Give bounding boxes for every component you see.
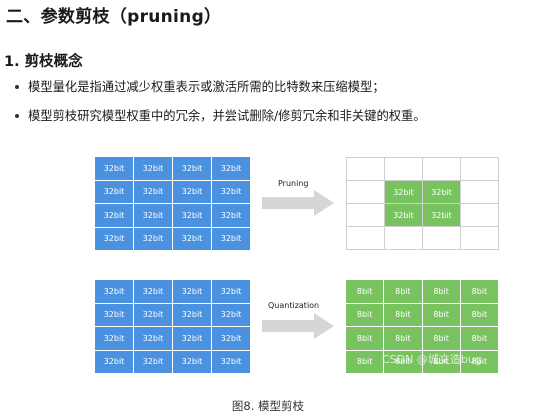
kept-weight-cell: 32bit <box>423 181 460 203</box>
weight-cell-32bit: 32bit <box>173 227 211 250</box>
pruned-weight-cell <box>347 181 384 203</box>
weight-cell-32bit: 32bit <box>212 303 250 326</box>
pruning-arrow-icon <box>262 190 334 216</box>
figure-caption: 图8. 模型剪枝 <box>231 399 305 413</box>
watermark-text: CSDN @城文造bug <box>382 353 482 366</box>
quantization-arrow-icon <box>262 313 334 339</box>
weight-cell-32bit: 32bit <box>95 180 133 203</box>
weight-cell-32bit: 32bit <box>134 350 172 373</box>
pruned-weight-cell <box>423 227 460 249</box>
weight-cell-8bit: 8bit <box>422 350 460 373</box>
weight-cell-32bit: 32bit <box>95 280 133 303</box>
weight-cell-32bit: 32bit <box>212 157 250 180</box>
weight-cell-32bit: 32bit <box>173 327 211 350</box>
weight-cell-32bit: 32bit <box>134 327 172 350</box>
weight-cell-32bit: 32bit <box>95 327 133 350</box>
pruned-weight-cell <box>385 158 422 180</box>
quantization-label: Quantization <box>268 301 320 310</box>
weight-cell-8bit: 8bit <box>422 327 460 350</box>
kept-weight-cell: 32bit <box>385 181 422 203</box>
weight-cell-8bit: 8bit <box>422 280 460 303</box>
weight-cell-8bit: 8bit <box>384 350 422 373</box>
weight-cell-32bit: 32bit <box>95 303 133 326</box>
pruned-weight-cell <box>423 158 460 180</box>
weight-cell-32bit: 32bit <box>173 204 211 227</box>
kept-weight-cell: 32bit <box>423 204 460 226</box>
pruned-weight-cell <box>461 181 498 203</box>
weight-cell-32bit: 32bit <box>134 204 172 227</box>
weight-cell-32bit: 32bit <box>212 227 250 250</box>
weight-cell-32bit: 32bit <box>173 180 211 203</box>
weight-cell-32bit: 32bit <box>173 303 211 326</box>
weight-cell-8bit: 8bit <box>460 280 498 303</box>
weight-cell-32bit: 32bit <box>173 157 211 180</box>
bullet-item: 模型量化是指通过减少权重表示或激活所需的比特数来压缩模型； <box>15 79 426 108</box>
weight-cell-32bit: 32bit <box>134 157 172 180</box>
pruned-weight-cell <box>385 227 422 249</box>
bullet-list: 模型量化是指通过减少权重表示或激活所需的比特数来压缩模型； 模型剪枝研究模型权重… <box>15 79 426 137</box>
weight-cell-8bit: 8bit <box>346 303 384 326</box>
weight-cell-32bit: 32bit <box>95 204 133 227</box>
pruned-weight-cell <box>347 158 384 180</box>
weight-cell-32bit: 32bit <box>212 280 250 303</box>
weight-cell-8bit: 8bit <box>384 303 422 326</box>
section-heading: 二、参数剪枝（pruning） <box>6 7 222 27</box>
subsection-heading: 1. 剪枝概念 <box>4 54 83 70</box>
weight-cell-32bit: 32bit <box>173 350 211 373</box>
weight-cell-32bit: 32bit <box>212 350 250 373</box>
weight-cell-8bit: 8bit <box>346 327 384 350</box>
weight-cell-32bit: 32bit <box>134 180 172 203</box>
weight-cell-32bit: 32bit <box>173 280 211 303</box>
weight-cell-8bit: 8bit <box>346 280 384 303</box>
weight-cell-32bit: 32bit <box>134 227 172 250</box>
pruning-label: Pruning <box>278 179 309 188</box>
weight-cell-32bit: 32bit <box>95 227 133 250</box>
weight-cell-8bit: 8bit <box>460 327 498 350</box>
weight-cell-8bit: 8bit <box>460 303 498 326</box>
pruned-weight-cell <box>461 158 498 180</box>
bullet-item: 模型剪枝研究模型权重中的冗余，并尝试删除/修剪冗余和非关键的权重。 <box>15 108 426 137</box>
pruned-weight-cell <box>461 204 498 226</box>
weight-cell-32bit: 32bit <box>212 327 250 350</box>
weight-cell-32bit: 32bit <box>212 180 250 203</box>
pruned-weight-cell <box>347 227 384 249</box>
kept-weight-cell: 32bit <box>385 204 422 226</box>
weight-cell-8bit: 8bit <box>422 303 460 326</box>
weight-cell-32bit: 32bit <box>134 280 172 303</box>
weight-cell-32bit: 32bit <box>95 157 133 180</box>
weight-cell-32bit: 32bit <box>212 204 250 227</box>
weight-cell-8bit: 8bit <box>384 327 422 350</box>
weight-cell-32bit: 32bit <box>134 303 172 326</box>
weight-cell-8bit: 8bit <box>384 280 422 303</box>
weight-cell-8bit: 8bit <box>460 350 498 373</box>
weight-cell-8bit: 8bit <box>346 350 384 373</box>
weight-cell-32bit: 32bit <box>95 350 133 373</box>
pruned-weight-cell <box>347 204 384 226</box>
pruned-weight-cell <box>461 227 498 249</box>
